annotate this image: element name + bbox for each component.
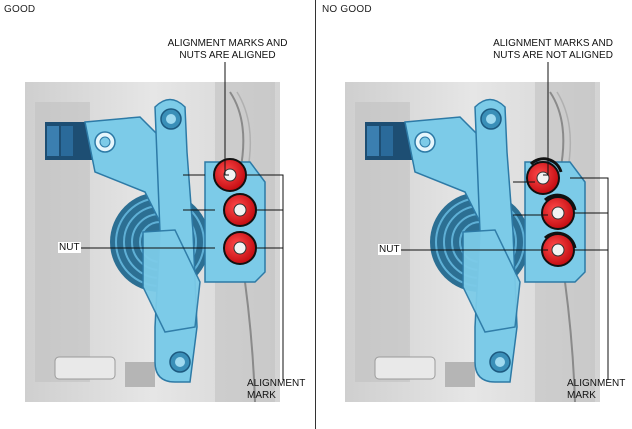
good-top-callout-line1: ALIGNMENT MARKS AND [167, 38, 288, 49]
no-good-bottom-callout-line2: MARK [567, 390, 596, 401]
good-assembly [24, 81, 281, 403]
no-good-assembly [344, 81, 601, 403]
good-panel-label: GOOD [4, 4, 36, 15]
no-good-bottom-callout: ALIGNMENT MARK [567, 378, 625, 402]
panel-divider [315, 0, 316, 429]
no-good-top-callout: ALIGNMENT MARKS AND NUTS ARE NOT ALIGNED [488, 38, 618, 62]
good-top-callout-line2: NUTS ARE ALIGNED [179, 50, 276, 61]
good-bottom-callout: ALIGNMENT MARK [247, 378, 305, 402]
no-good-nut-bottom [541, 231, 577, 267]
good-bottom-callout-line1: ALIGNMENT [247, 378, 306, 389]
no-good-top-callout-line1: ALIGNMENT MARKS AND [493, 38, 613, 49]
good-top-callout: ALIGNMENT MARKS AND NUTS ARE ALIGNED [165, 38, 290, 62]
no-good-top-callout-line2: NUTS ARE NOT ALIGNED [493, 50, 613, 61]
good-nut-bottom [223, 231, 257, 265]
no-good-panel-label: NO GOOD [322, 4, 372, 15]
good-bottom-callout-line2: MARK [247, 390, 276, 401]
good-leader-lines [78, 62, 284, 380]
good-nut-middle [223, 193, 257, 227]
no-good-leader-lines [400, 62, 609, 380]
good-nut-label: NUT [58, 242, 81, 253]
good-nut-top [213, 158, 247, 192]
no-good-nut-label: NUT [378, 244, 401, 255]
no-good-nut-top [526, 157, 563, 195]
no-good-nut-middle [541, 193, 577, 230]
no-good-bottom-callout-line1: ALIGNMENT [567, 378, 626, 389]
